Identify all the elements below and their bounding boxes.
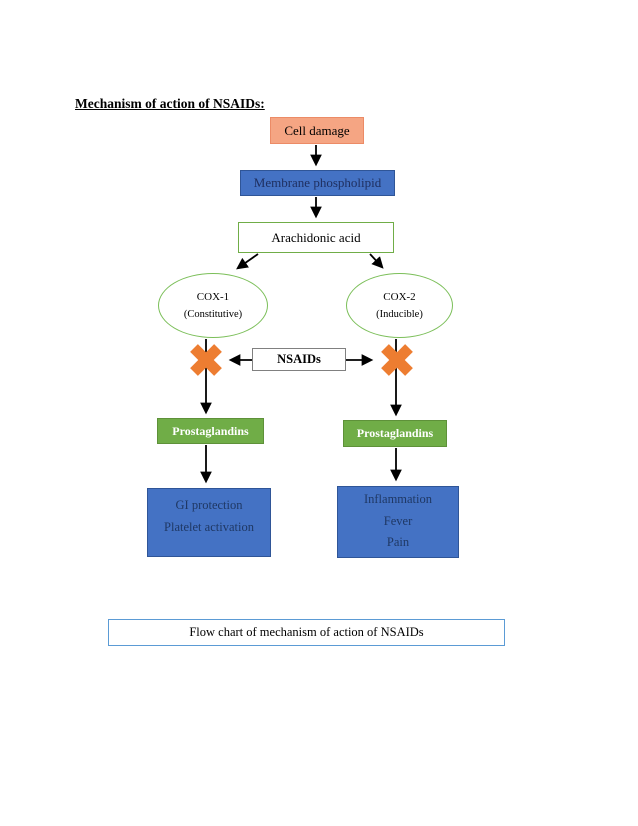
cox2-effect-line: Inflammation xyxy=(363,492,433,506)
figure-caption-box: Flow chart of mechanism of action of NSA… xyxy=(108,619,505,646)
node-arachidonic-acid: Arachidonic acid xyxy=(238,222,394,253)
cox1-effect-line: Platelet activation xyxy=(164,520,254,534)
node-cox2-sublabel: (Inducible) xyxy=(376,308,423,320)
inhibition-x-icon xyxy=(381,344,413,376)
figure-caption-text: Flow chart of mechanism of action of NSA… xyxy=(189,625,424,639)
node-cell-damage-label: Cell damage xyxy=(284,122,350,138)
node-prostaglandins-left: Prostaglandins xyxy=(157,418,264,444)
node-prostaglandins-left-label: Prostaglandins xyxy=(172,423,249,438)
page-title: Mechanism of action of NSAIDs: xyxy=(75,96,265,111)
node-cox1-effects: GI protection Platelet activation xyxy=(147,488,271,557)
node-cox1-label: COX-1 xyxy=(196,290,230,303)
node-cox2: COX-2 (Inducible) xyxy=(346,273,453,338)
node-arachidonic-acid-label: Arachidonic acid xyxy=(271,229,361,245)
cox2-effect-line: Pain xyxy=(386,535,410,549)
node-nsaids: NSAIDs xyxy=(252,348,346,371)
node-cox1-sublabel: (Constitutive) xyxy=(183,308,243,320)
node-membrane-phospholipid: Membrane phospholipid xyxy=(240,170,395,196)
arrow-arachidonic-to-cox1 xyxy=(236,253,259,270)
cox1-effect-line: GI protection xyxy=(175,498,243,512)
node-nsaids-label: NSAIDs xyxy=(277,352,321,366)
node-cox2-effects: Inflammation Fever Pain xyxy=(337,486,459,558)
cox2-effect-line: Fever xyxy=(383,513,413,528)
node-prostaglandins-right-label: Prostaglandins xyxy=(356,426,434,440)
node-cell-damage: Cell damage xyxy=(270,117,364,144)
inhibition-x-icon xyxy=(190,344,222,376)
node-cox1: COX-1 (Constitutive) xyxy=(158,273,268,338)
node-membrane-phospholipid-label: Membrane phospholipid xyxy=(253,175,382,190)
node-prostaglandins-right: Prostaglandins xyxy=(343,420,447,447)
arrow-arachidonic-to-cox2 xyxy=(369,253,384,269)
node-cox2-label: COX-2 xyxy=(383,290,416,303)
